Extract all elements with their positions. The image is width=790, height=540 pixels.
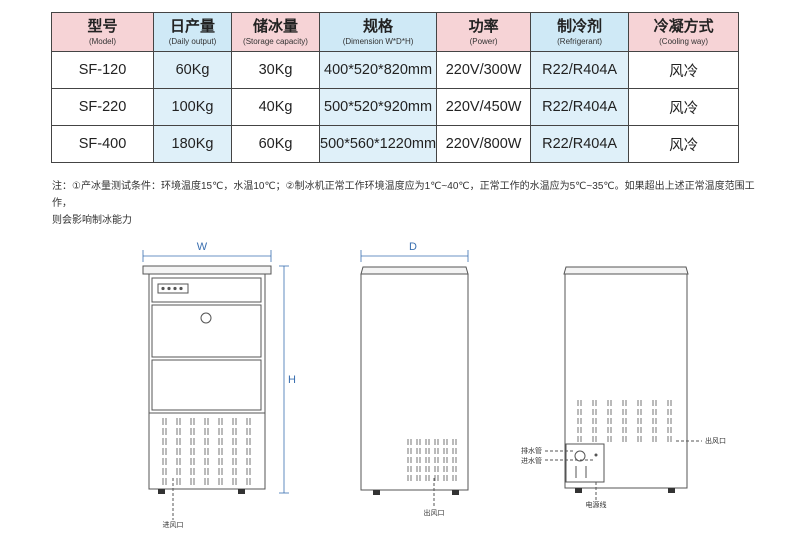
header-en: (Dimension W*D*H)	[342, 36, 414, 46]
cell-output: 60Kg	[153, 51, 232, 89]
header-zh: 功率	[468, 17, 499, 35]
cell-refrigerant: R22/R404A	[530, 88, 630, 126]
cell-output: 180Kg	[153, 125, 232, 163]
header-zh: 型号	[87, 17, 118, 35]
cell-cooling: 风冷	[628, 51, 740, 89]
back-top-lid	[563, 266, 689, 275]
drain-pipe-icon	[574, 450, 586, 462]
footnote-line-2: 则会影响制冰能力	[52, 215, 132, 226]
back-outlet-label: 出风口	[705, 436, 726, 445]
back-view: 排水管 进水管 出风口 电源线	[521, 266, 726, 509]
cell-power: 220V/800W	[436, 125, 532, 163]
cell-refrigerant: R22/R404A	[530, 125, 630, 163]
intake-label: 进风口	[163, 521, 184, 529]
side-body	[360, 273, 469, 491]
header-zh: 日产量	[169, 17, 215, 35]
cell-dimension: 500*520*920mm	[318, 88, 438, 126]
header-power: 功率(Power)	[436, 12, 532, 52]
inlet-label: 进水管	[521, 456, 542, 465]
front-view: W H 进风口	[142, 241, 296, 529]
back-louvers	[577, 400, 672, 442]
side-view: D 出风口	[360, 241, 469, 517]
header-en: (Daily output)	[168, 36, 217, 46]
side-top-lid	[360, 266, 469, 275]
cell-output: 100Kg	[153, 88, 232, 126]
front-top-lid	[142, 265, 272, 275]
front-lower-panel	[151, 359, 262, 411]
drain-label: 排水管	[521, 446, 542, 455]
cell-dimension: 500*560*1220mm	[318, 125, 438, 163]
table-row: SF-220 100Kg 40Kg 500*520*920mm 220V/450…	[51, 88, 740, 126]
header-daily-output: 日产量(Daily output)	[153, 12, 232, 52]
door-knob	[200, 312, 212, 324]
front-louvers	[162, 418, 251, 485]
header-en: (Model)	[88, 36, 117, 46]
depth-label: D	[409, 241, 417, 253]
header-zh: 制冷剂	[557, 17, 603, 35]
power-cord-label: 电源线	[586, 500, 607, 509]
header-en: (Power)	[469, 36, 498, 46]
header-en: (Cooling way)	[659, 36, 709, 46]
cell-refrigerant: R22/R404A	[530, 51, 630, 89]
cell-storage: 30Kg	[231, 51, 320, 89]
table-row: SF-400 180Kg 60Kg 500*560*1220mm 220V/80…	[51, 125, 740, 163]
table-row: SF-120 60Kg 30Kg 400*520*820mm 220V/300W…	[51, 51, 740, 89]
width-label: W	[197, 241, 208, 253]
header-zh: 规格	[363, 17, 394, 35]
header-cooling: 冷凝方式(Cooling way)	[628, 12, 740, 52]
spec-table: 型号(Model) 日产量(Daily output) 储冰量(Storage …	[51, 12, 740, 163]
header-en: (Refrigerant)	[557, 36, 603, 46]
cell-storage: 60Kg	[231, 125, 320, 163]
footnote-line-1: 注：①产冰量测试条件：环境温度15℃，水温10℃；②制冰机正常工作环境温度应为1…	[52, 181, 755, 209]
header-storage: 储冰量(Storage capacity)	[231, 12, 320, 52]
cell-model: SF-400	[51, 125, 154, 163]
cell-cooling: 风冷	[628, 125, 740, 163]
header-zh: 冷凝方式	[653, 17, 714, 35]
header-en: (Storage capacity)	[243, 36, 308, 46]
cell-model: SF-120	[51, 51, 154, 89]
side-outlet-label: 出风口	[424, 508, 445, 517]
cell-power: 220V/300W	[436, 51, 532, 89]
header-dimension: 规格(Dimension W*D*H)	[318, 12, 438, 52]
cell-storage: 40Kg	[231, 88, 320, 126]
side-louvers	[407, 439, 457, 481]
header-zh: 储冰量	[252, 17, 298, 35]
cell-dimension: 400*520*820mm	[318, 51, 438, 89]
height-label: H	[288, 374, 296, 386]
header-model: 型号(Model)	[51, 12, 154, 52]
footnote: 注：①产冰量测试条件：环境温度15℃，水温10℃；②制冰机正常工作环境温度应为1…	[52, 178, 772, 229]
table-header-row: 型号(Model) 日产量(Daily output) 储冰量(Storage …	[51, 12, 740, 52]
connection-panel	[565, 443, 605, 483]
